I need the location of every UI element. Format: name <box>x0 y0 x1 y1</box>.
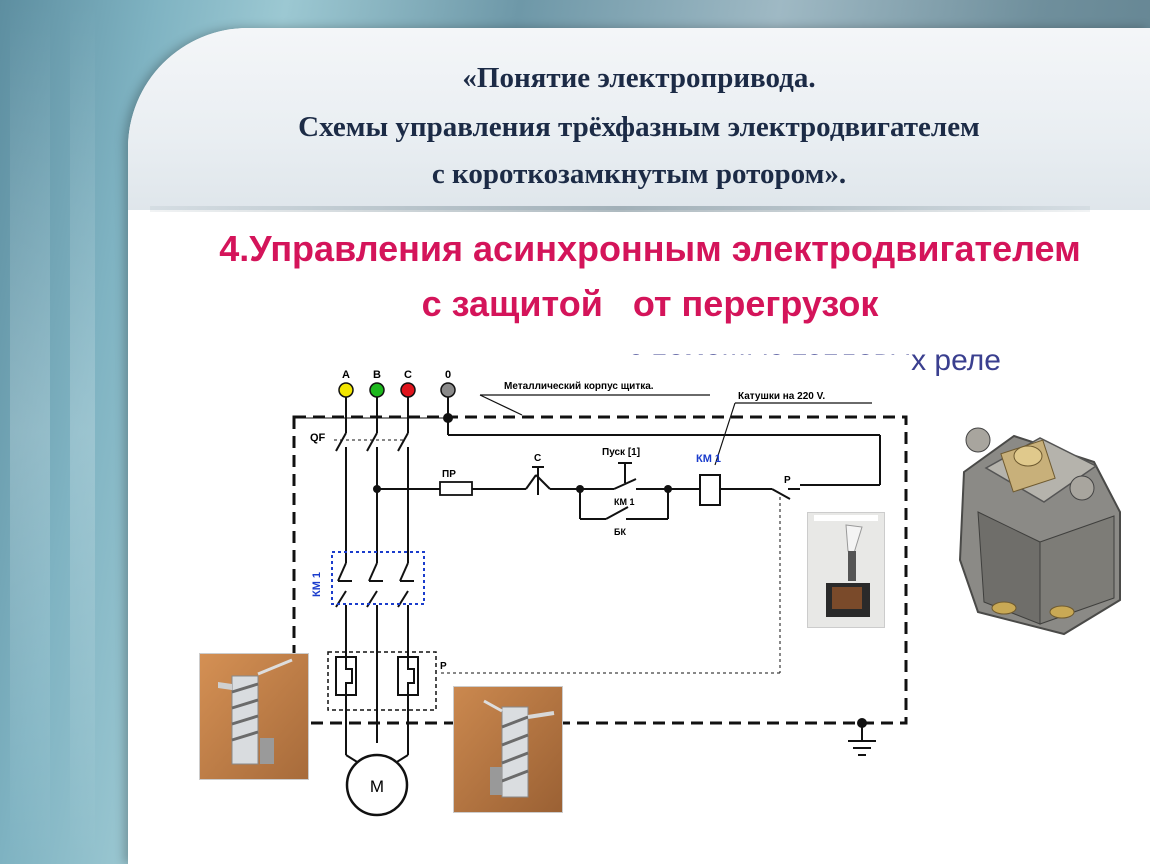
title-band <box>128 28 1150 210</box>
phase-wires <box>335 397 881 755</box>
svg-text:A: A <box>342 369 350 381</box>
title-band-shadow <box>150 206 1090 212</box>
label-qf: QF <box>310 432 326 444</box>
svg-text:0: 0 <box>445 369 451 381</box>
label-km1-main: КМ 1 <box>311 572 323 597</box>
relay-contact-photo <box>807 512 885 628</box>
section-heading-line-2: с защитой от перегрузок <box>421 283 879 324</box>
metal-case-outline <box>292 415 908 725</box>
heater-elements <box>345 657 415 695</box>
background-streak <box>10 0 50 864</box>
label-km1-coil: КМ 1 <box>696 453 721 465</box>
fuse-symbol <box>439 481 473 496</box>
km1-coil-symbol <box>699 474 721 506</box>
motor-symbol: М <box>345 753 409 817</box>
section-heading-line-1: 4.Управления асинхронным электродвигател… <box>219 228 1081 269</box>
svg-text:М: М <box>370 777 384 796</box>
label-start: Пуск [1] <box>602 447 640 458</box>
slide-title-line-3: с короткозамкнутым ротором». <box>431 158 847 190</box>
control-circuit-diagram: A B C 0 Металлический корпус щитка. Кату… <box>290 355 910 817</box>
thermal-relay-box <box>327 651 437 711</box>
label-coils: Катушки на 220 V. <box>738 391 825 402</box>
svg-text:B: B <box>373 369 381 381</box>
label-km1-aux: КМ 1 <box>614 497 635 507</box>
svg-text:C: C <box>404 369 412 381</box>
label-relay-contact: Р <box>784 475 791 486</box>
thermal-element-photo-left <box>199 653 309 780</box>
label-metal-case: Металлический корпус щитка. <box>504 381 654 392</box>
ground-symbol <box>848 723 876 756</box>
relay-contact-symbol <box>771 488 800 500</box>
start-button-symbol <box>613 462 637 490</box>
background-streak <box>70 0 95 864</box>
thermal-element-photo-right <box>453 686 563 813</box>
thermal-relay-device-photo <box>944 412 1132 644</box>
slide-title-line-2: Схемы управления трёхфазным электродвига… <box>298 111 980 143</box>
label-stop: С <box>534 453 541 464</box>
label-bk: БК <box>614 527 626 537</box>
label-thermal-relay: Р <box>440 661 447 672</box>
leader-line <box>479 394 523 416</box>
label-fuse: ПР <box>442 469 456 480</box>
stop-button-symbol <box>525 466 551 495</box>
slide-title-line-1: «Понятие электропривода. <box>462 62 816 94</box>
